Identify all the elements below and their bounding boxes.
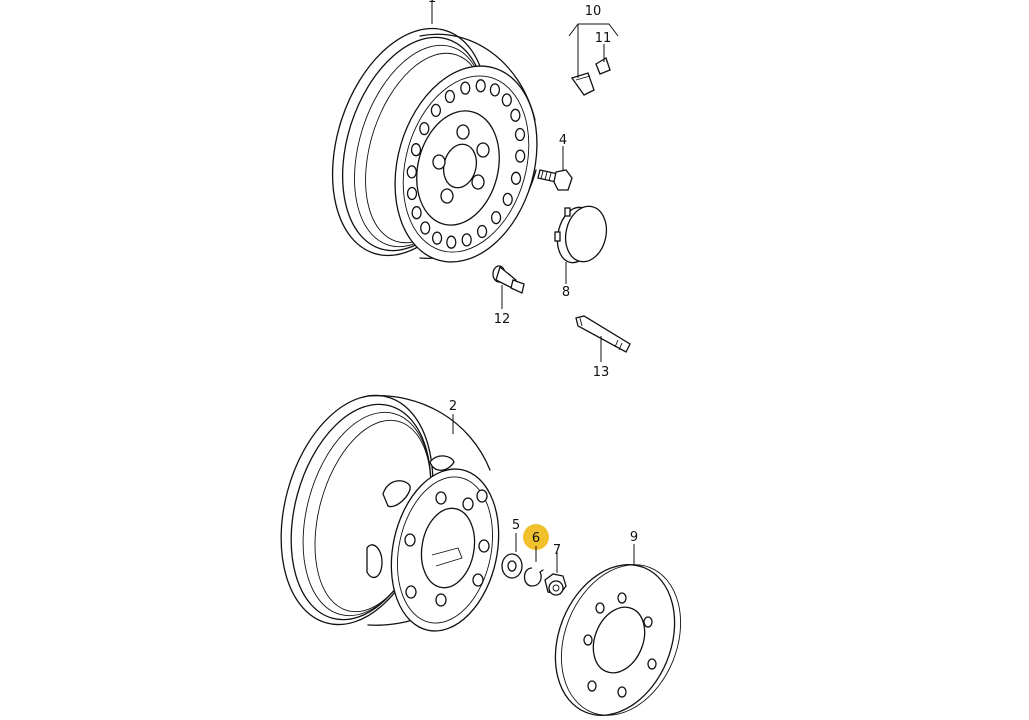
steel-wheel-illustration[interactable] [305, 8, 559, 278]
vent-hole [406, 165, 417, 179]
vent-hole [489, 83, 501, 97]
callout-highlight-marker [523, 524, 549, 550]
callout-4: 4 [559, 133, 567, 148]
vent-hole [475, 79, 486, 93]
vent-hole [420, 221, 431, 235]
callout-11: 11 [595, 31, 612, 46]
spring-washer-illustration[interactable] [523, 567, 544, 587]
callout-6: 6 [532, 531, 540, 546]
valve-extension-illustration[interactable] [575, 315, 631, 353]
vent-hole [411, 206, 422, 220]
wheel-nut-illustration[interactable] [544, 573, 567, 596]
vent-hole [461, 233, 472, 247]
vent-hole [460, 81, 471, 95]
callout-7: 7 [553, 543, 561, 558]
callout-10: 10 [585, 4, 602, 19]
vent-hole [501, 93, 512, 107]
callout-9: 9 [630, 530, 638, 545]
vent-hole [515, 149, 526, 163]
callout-12: 12 [494, 312, 511, 327]
spacer-disc-illustration[interactable] [534, 547, 702, 720]
callout-8: 8 [562, 285, 570, 300]
vent-hole [430, 103, 442, 118]
twin-wheel-illustration[interactable] [257, 378, 513, 641]
hub-cap-illustration[interactable] [553, 202, 612, 266]
vent-hole [419, 121, 430, 136]
vent-hole [490, 210, 502, 225]
vent-hole [510, 108, 521, 122]
vent-hole [410, 143, 422, 157]
valve-illustration[interactable] [492, 265, 525, 294]
vent-hole [444, 89, 456, 104]
vent-hole [510, 171, 522, 185]
vent-hole [431, 231, 443, 245]
callout-5: 5 [512, 518, 520, 533]
wheel-bolt-illustration[interactable] [537, 169, 573, 191]
callout-1: 1 [428, 0, 436, 6]
washer-illustration[interactable] [501, 553, 523, 579]
vent-hole [502, 192, 513, 207]
vent-hole [476, 224, 488, 239]
vent-hole [406, 186, 418, 201]
callout-2: 2 [449, 399, 457, 414]
vent-hole [514, 127, 526, 142]
callout-13: 13 [593, 365, 610, 380]
vent-hole [446, 235, 457, 249]
balance-weight-illustration[interactable] [570, 57, 611, 96]
